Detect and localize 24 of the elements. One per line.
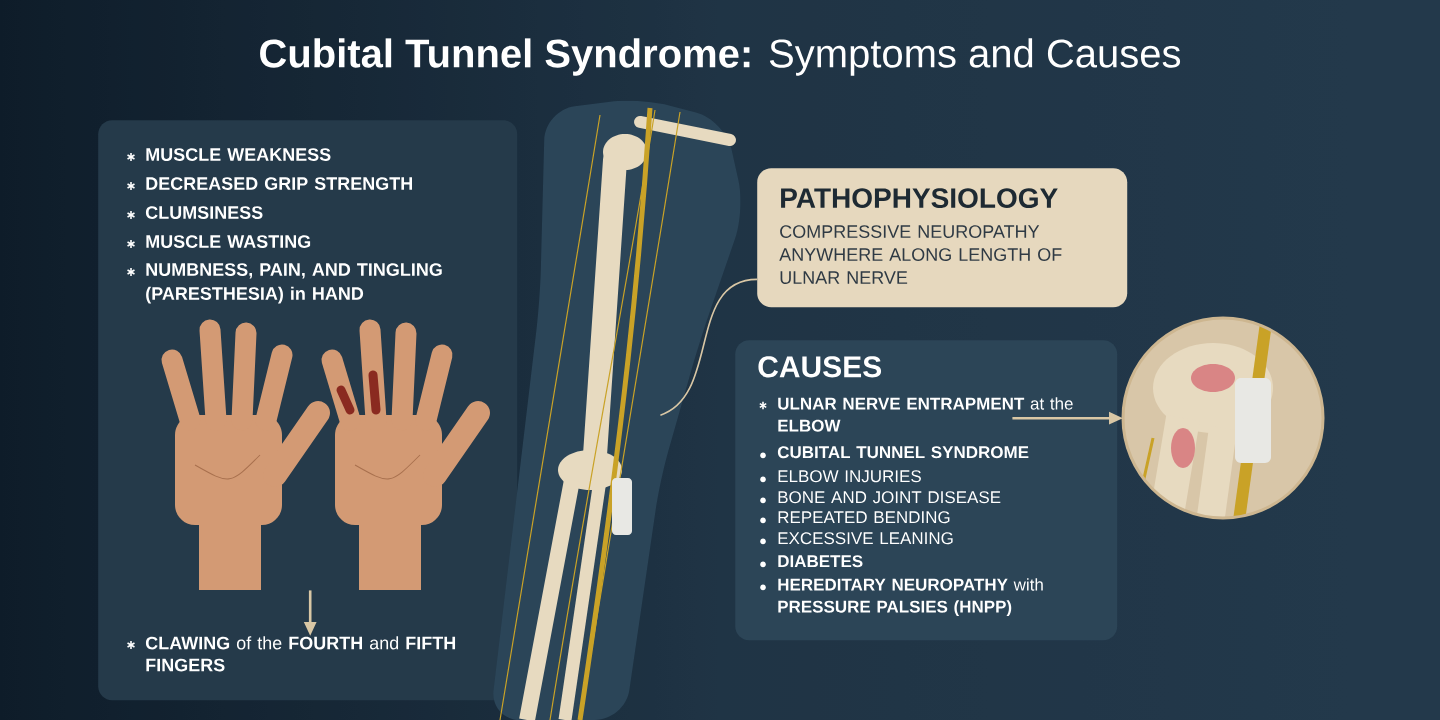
finding-text: CLAWING of the FOURTH and FIFTH FINGERS — [126, 636, 456, 672]
list-item: BONE AND JOINT DISEASE — [760, 491, 1001, 504]
list-item: ELBOW INJURIES — [760, 470, 921, 483]
list-item: CLUMSINESS — [126, 206, 263, 220]
list-item: HEREDITARY NEUROPATHY with PRESSURE PALSIES (HNPP) — [760, 578, 1043, 617]
list-item: DIABETES — [760, 555, 863, 568]
box-heading: PATHOPHYSIOLOGY — [781, 188, 1058, 208]
list-item: NUMBNESS, PAIN, AND TINGLING (PARESTHESIA) in HAND — [126, 263, 442, 304]
list-item: ULNAR NERVE ENTRAPMENT at the ELBOW — [759, 397, 1073, 432]
list-item: REPEATED BENDING — [760, 511, 950, 524]
hands-drawing — [161, 319, 490, 590]
list-item: MUSCLE WASTING — [126, 235, 311, 249]
panel-heading: CAUSES — [758, 356, 882, 378]
list-item: DECREASED GRIP STRENGTH — [126, 177, 412, 191]
causes-panel — [735, 340, 1118, 641]
title: Cubital Tunnel Syndrome: Symptoms and Causes — [260, 38, 1181, 76]
list-item: MUSCLE WEAKNESS — [126, 148, 331, 162]
list-item: EXCESSIVE LEANING — [760, 532, 953, 545]
pathophysiology-box — [757, 168, 1128, 308]
leader-line — [659, 278, 758, 416]
elbow-closeup-drawing — [1121, 316, 1325, 520]
box-text: COMPRESSIVE NEUROPATHY ANYWHERE ALONG LENGTH OF ULNAR NERVE — [779, 225, 1062, 284]
list-item: CUBITAL TUNNEL SYNDROME — [760, 446, 1029, 459]
arm-drawing — [493, 100, 741, 720]
